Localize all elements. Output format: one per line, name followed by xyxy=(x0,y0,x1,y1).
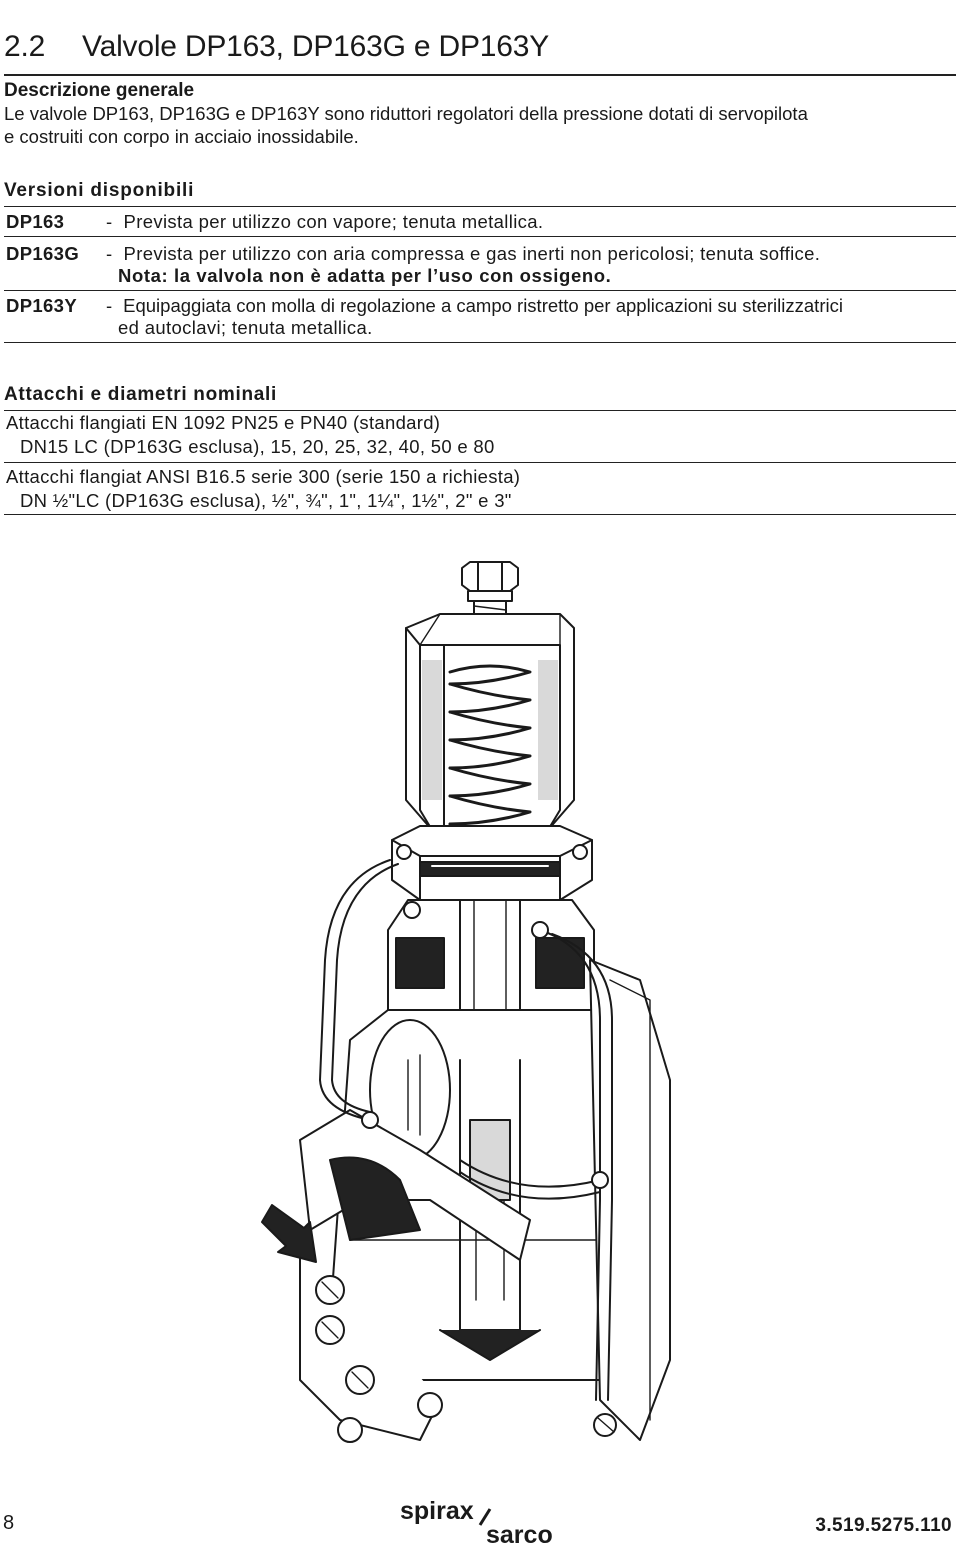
version-description: Equipaggiata con molla di regolazione a … xyxy=(123,295,843,316)
version-code: DP163 xyxy=(6,211,65,232)
versions-heading: Versioni disponibili xyxy=(4,180,195,201)
section-number: 2.2 xyxy=(4,30,46,63)
version-description: Prevista per utilizzo con vapore; tenuta… xyxy=(123,211,544,232)
diaphragm-flange xyxy=(391,825,593,901)
spirax-sarco-logo: spirax sarco xyxy=(400,1497,553,1547)
general-line-2: e costruiti con corpo in acciaio inossid… xyxy=(4,126,359,147)
svg-text:spirax: spirax xyxy=(400,1497,474,1525)
document-reference: 3.519.5275.110 xyxy=(815,1515,952,1536)
ansi-flange-title: Attacchi flangiat ANSI B16.5 serie 300 (… xyxy=(6,466,521,487)
row-divider xyxy=(4,236,956,237)
control-pipe xyxy=(319,859,613,1401)
en-flange-sizes: DN15 LC (DP163G esclusa), 15, 20, 25, 32… xyxy=(20,436,495,457)
flow-arrow-icon xyxy=(261,1204,317,1263)
svg-text:sarco: sarco xyxy=(486,1521,553,1547)
section-title: 2.2 Valvole DP163, DP163G e DP163Y xyxy=(4,30,549,64)
valve-cutaway-illustration xyxy=(261,561,671,1443)
version-row-dp163g: DP163G- Prevista per utilizzo con aria c… xyxy=(6,243,821,264)
version-code: DP163Y xyxy=(6,295,78,316)
title-divider xyxy=(4,74,956,76)
ansi-flange-sizes: DN ½"LC (DP163G esclusa), ½", ¾", 1", 1¼… xyxy=(20,490,512,511)
outlet-flange xyxy=(589,959,671,1441)
version-description-cont: ed autoclavi; tenuta metallica. xyxy=(118,317,373,338)
inlet-flange xyxy=(299,1109,531,1443)
section-title-text: Valvole DP163, DP163G e DP163Y xyxy=(82,30,550,63)
versions-bottom-divider xyxy=(4,342,956,343)
versions-divider xyxy=(4,206,956,207)
version-row-dp163: DP163- Prevista per utilizzo con vapore;… xyxy=(6,211,544,232)
en-flange-title: Attacchi flangiati EN 1092 PN25 e PN40 (… xyxy=(6,412,441,433)
general-heading: Descrizione generale xyxy=(4,80,195,101)
oxygen-note: Nota: la valvola non è adatta per l’uso … xyxy=(118,265,612,286)
row-divider xyxy=(4,290,956,291)
version-description: Prevista per utilizzo con aria compressa… xyxy=(123,243,821,264)
version-code: DP163G xyxy=(6,243,80,264)
connections-divider xyxy=(4,410,956,411)
page-number: 8 xyxy=(3,1512,15,1534)
version-row-dp163y: DP163Y- Equipaggiata con molla di regola… xyxy=(6,295,843,316)
connections-bottom-divider xyxy=(4,514,956,515)
connections-mid-divider xyxy=(4,462,956,463)
general-line-1: Le valvole DP163, DP163G e DP163Y sono r… xyxy=(4,103,808,124)
connections-heading: Attacchi e diametri nominali xyxy=(4,384,277,405)
